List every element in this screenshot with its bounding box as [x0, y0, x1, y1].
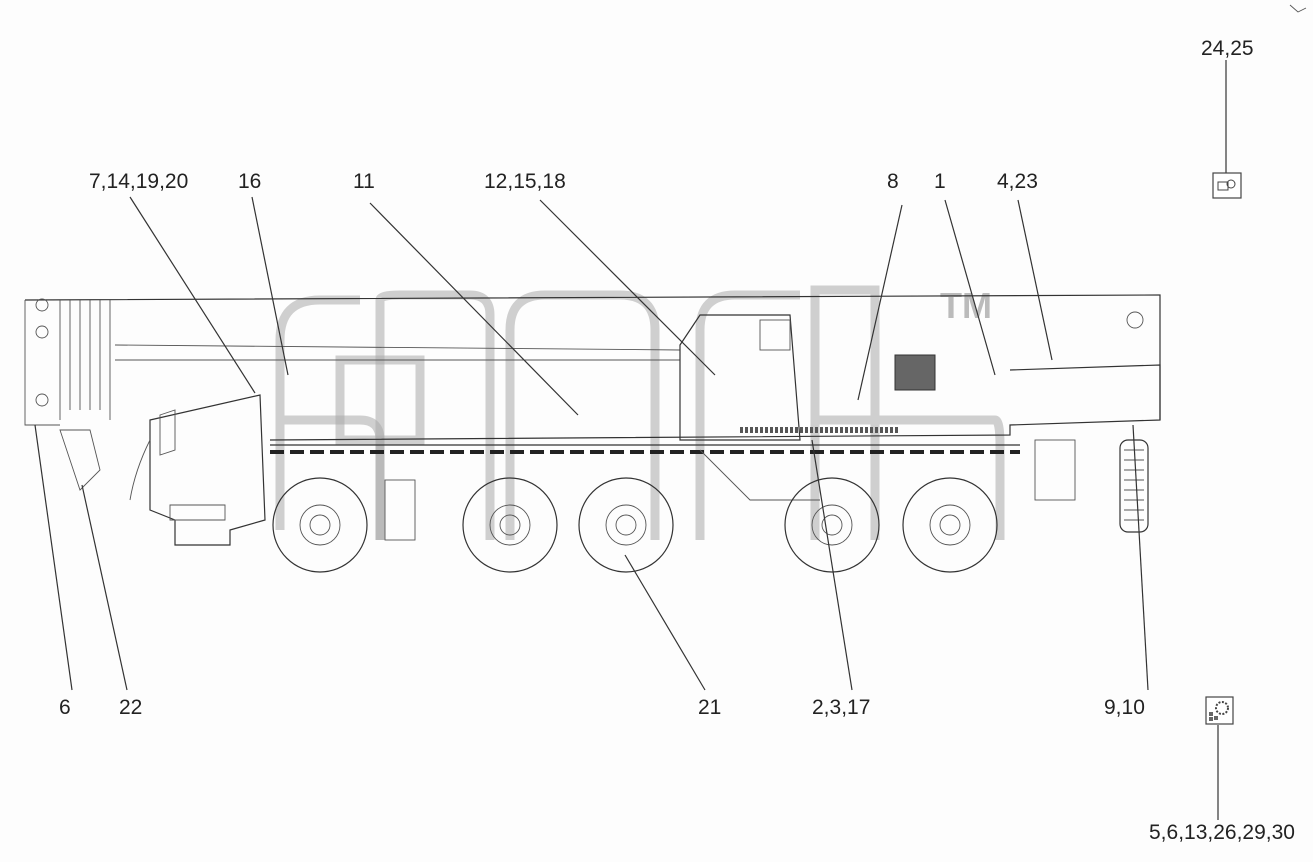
callout-24-25: 24,25	[1201, 37, 1254, 60]
wheel	[784, 477, 880, 573]
callout-21: 21	[698, 696, 722, 719]
callout-7-14-19-20: 7,14,19,20	[89, 170, 189, 193]
callout-16: 16	[238, 170, 262, 193]
front-outrigger	[59, 429, 151, 501]
callout-12-15-18: 12,15,18	[484, 170, 566, 193]
crane-wheels	[272, 439, 1149, 573]
callout-22: 22	[119, 696, 143, 719]
leader-lines	[34, 60, 1227, 820]
callout-2-3-17: 2,3,17	[812, 696, 871, 719]
wheel	[902, 477, 998, 573]
spare-wheel	[1119, 439, 1149, 533]
callout-1: 1	[934, 170, 946, 193]
watermark-tm: TM	[940, 285, 992, 326]
wheel	[578, 477, 674, 573]
callout-5-6-13-26-29-30: 5,6,13,26,29,30	[1149, 821, 1295, 844]
camera-icon	[1212, 172, 1242, 199]
wheel	[462, 477, 558, 573]
callout-4-23: 4,23	[997, 170, 1038, 193]
gear-icon	[1205, 696, 1234, 725]
callout-6: 6	[59, 696, 71, 719]
watermark-logo	[275, 285, 1005, 540]
callout-11: 11	[353, 170, 375, 193]
corner-mark	[1289, 4, 1307, 13]
crane-boom	[24, 294, 1161, 441]
callout-8: 8	[887, 170, 899, 193]
crane-chassis	[149, 314, 1161, 546]
wheel	[272, 477, 368, 573]
callout-9-10: 9,10	[1104, 696, 1145, 719]
